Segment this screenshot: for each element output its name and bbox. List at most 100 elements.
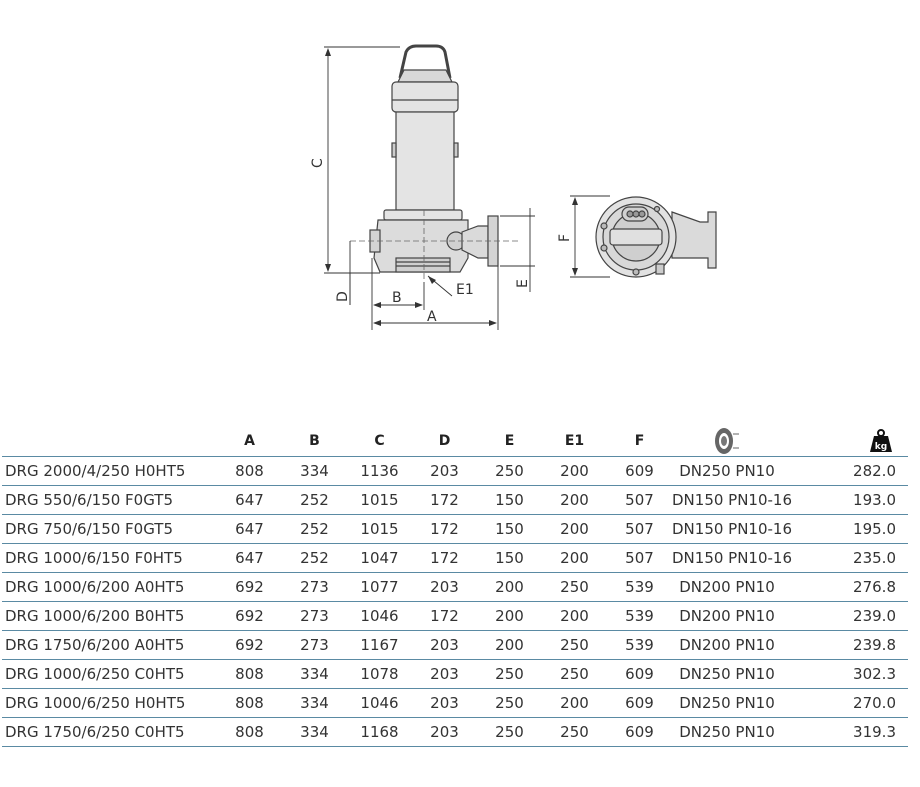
cell-E: 150 bbox=[477, 543, 542, 573]
cell-E1: 250 bbox=[542, 659, 607, 689]
cell-B: 273 bbox=[282, 630, 347, 660]
cell-C: 1047 bbox=[347, 543, 412, 573]
cell-E1: 250 bbox=[542, 717, 607, 747]
cell-A: 808 bbox=[217, 659, 282, 689]
cell-A: 808 bbox=[217, 717, 282, 747]
cell-B: 273 bbox=[282, 601, 347, 631]
cell-F: 609 bbox=[607, 688, 672, 718]
cell-A: 647 bbox=[217, 543, 282, 573]
pump-side-view bbox=[369, 44, 499, 273]
pump-top-view bbox=[595, 196, 717, 278]
cell-F: 609 bbox=[607, 456, 672, 486]
cell-weight: 276.8 bbox=[782, 572, 908, 602]
pump-dimension-drawing: C D B A E1 E F bbox=[310, 44, 717, 330]
cell-C: 1136 bbox=[347, 456, 412, 486]
cell-weight: 239.8 bbox=[782, 630, 908, 660]
centerlines bbox=[350, 210, 520, 282]
cell-E1: 200 bbox=[542, 514, 607, 544]
cell-C: 1015 bbox=[347, 514, 412, 544]
header-F: F bbox=[607, 425, 672, 457]
header-flange bbox=[672, 425, 782, 457]
cell-model: DRG 1750/6/200 A0HT5 bbox=[2, 630, 217, 660]
cell-A: 808 bbox=[217, 456, 282, 486]
header-D: D bbox=[412, 425, 477, 457]
header-C: C bbox=[347, 425, 412, 457]
cell-weight: 270.0 bbox=[782, 688, 908, 718]
cell-model: DRG 1000/6/150 F0HT5 bbox=[2, 543, 217, 573]
cell-E: 200 bbox=[477, 601, 542, 631]
cell-flange: DN200 PN10 bbox=[672, 601, 782, 631]
cell-B: 334 bbox=[282, 717, 347, 747]
cell-F: 507 bbox=[607, 543, 672, 573]
cell-A: 808 bbox=[217, 688, 282, 718]
cell-F: 539 bbox=[607, 630, 672, 660]
cell-flange: DN150 PN10-16 bbox=[672, 485, 792, 515]
cell-E1: 250 bbox=[542, 572, 607, 602]
cell-D: 203 bbox=[412, 659, 477, 689]
header-weight: kg bbox=[782, 425, 908, 457]
pump-spec-table: A B C D E E1 F kg bbox=[2, 425, 908, 747]
cell-model: DRG 550/6/150 F0GT5 bbox=[2, 485, 217, 515]
cell-E: 250 bbox=[477, 456, 542, 486]
cell-E: 200 bbox=[477, 572, 542, 602]
cell-C: 1077 bbox=[347, 572, 412, 602]
weight-icon-label: kg bbox=[875, 442, 887, 452]
cell-D: 203 bbox=[412, 572, 477, 602]
cell-B: 252 bbox=[282, 514, 347, 544]
cell-flange: DN250 PN10 bbox=[672, 688, 782, 718]
cell-A: 692 bbox=[217, 572, 282, 602]
cell-model: DRG 1000/6/200 B0HT5 bbox=[2, 601, 217, 631]
cell-B: 334 bbox=[282, 659, 347, 689]
cell-E: 250 bbox=[477, 688, 542, 718]
cell-F: 609 bbox=[607, 717, 672, 747]
header-A: A bbox=[217, 425, 282, 457]
cell-flange: DN200 PN10 bbox=[672, 630, 782, 660]
cell-model: DRG 1000/6/200 A0HT5 bbox=[2, 572, 217, 602]
dim-label-A: A bbox=[427, 309, 437, 325]
weight-kg-icon: kg bbox=[870, 428, 892, 452]
cell-E1: 250 bbox=[542, 630, 607, 660]
dim-label-C: C bbox=[310, 158, 326, 168]
cell-weight: 239.0 bbox=[782, 601, 908, 631]
cell-E: 150 bbox=[477, 485, 542, 515]
cell-model: DRG 2000/4/250 H0HT5 bbox=[2, 456, 217, 486]
header-model bbox=[2, 425, 217, 457]
cell-E1: 200 bbox=[542, 543, 607, 573]
cell-F: 507 bbox=[607, 485, 672, 515]
header-E1: E1 bbox=[542, 425, 607, 457]
header-B: B bbox=[282, 425, 347, 457]
cell-weight: 282.0 bbox=[782, 456, 908, 486]
cell-C: 1078 bbox=[347, 659, 412, 689]
cell-flange: DN200 PN10 bbox=[672, 572, 782, 602]
cell-A: 692 bbox=[217, 601, 282, 631]
dimension-arrows bbox=[325, 48, 578, 326]
dim-label-D: D bbox=[335, 291, 351, 302]
cell-weight: 195.0 bbox=[782, 514, 908, 544]
cell-model: DRG 750/6/150 F0GT5 bbox=[2, 514, 217, 544]
table-header-row: A B C D E E1 F kg bbox=[2, 425, 908, 457]
cell-B: 252 bbox=[282, 485, 347, 515]
cell-C: 1168 bbox=[347, 717, 412, 747]
cell-weight: 302.3 bbox=[782, 659, 908, 689]
cell-D: 172 bbox=[412, 485, 477, 515]
dim-label-E: E bbox=[515, 279, 531, 288]
cell-E: 200 bbox=[477, 630, 542, 660]
cell-weight: 319.3 bbox=[782, 717, 908, 747]
cell-weight: 235.0 bbox=[782, 543, 908, 573]
dimension-lines bbox=[324, 46, 610, 330]
cell-E: 150 bbox=[477, 514, 542, 544]
cell-E: 250 bbox=[477, 717, 542, 747]
cell-C: 1046 bbox=[347, 601, 412, 631]
cell-flange: DN150 PN10-16 bbox=[672, 514, 792, 544]
cell-E1: 200 bbox=[542, 456, 607, 486]
cell-D: 172 bbox=[412, 543, 477, 573]
header-E: E bbox=[477, 425, 542, 457]
